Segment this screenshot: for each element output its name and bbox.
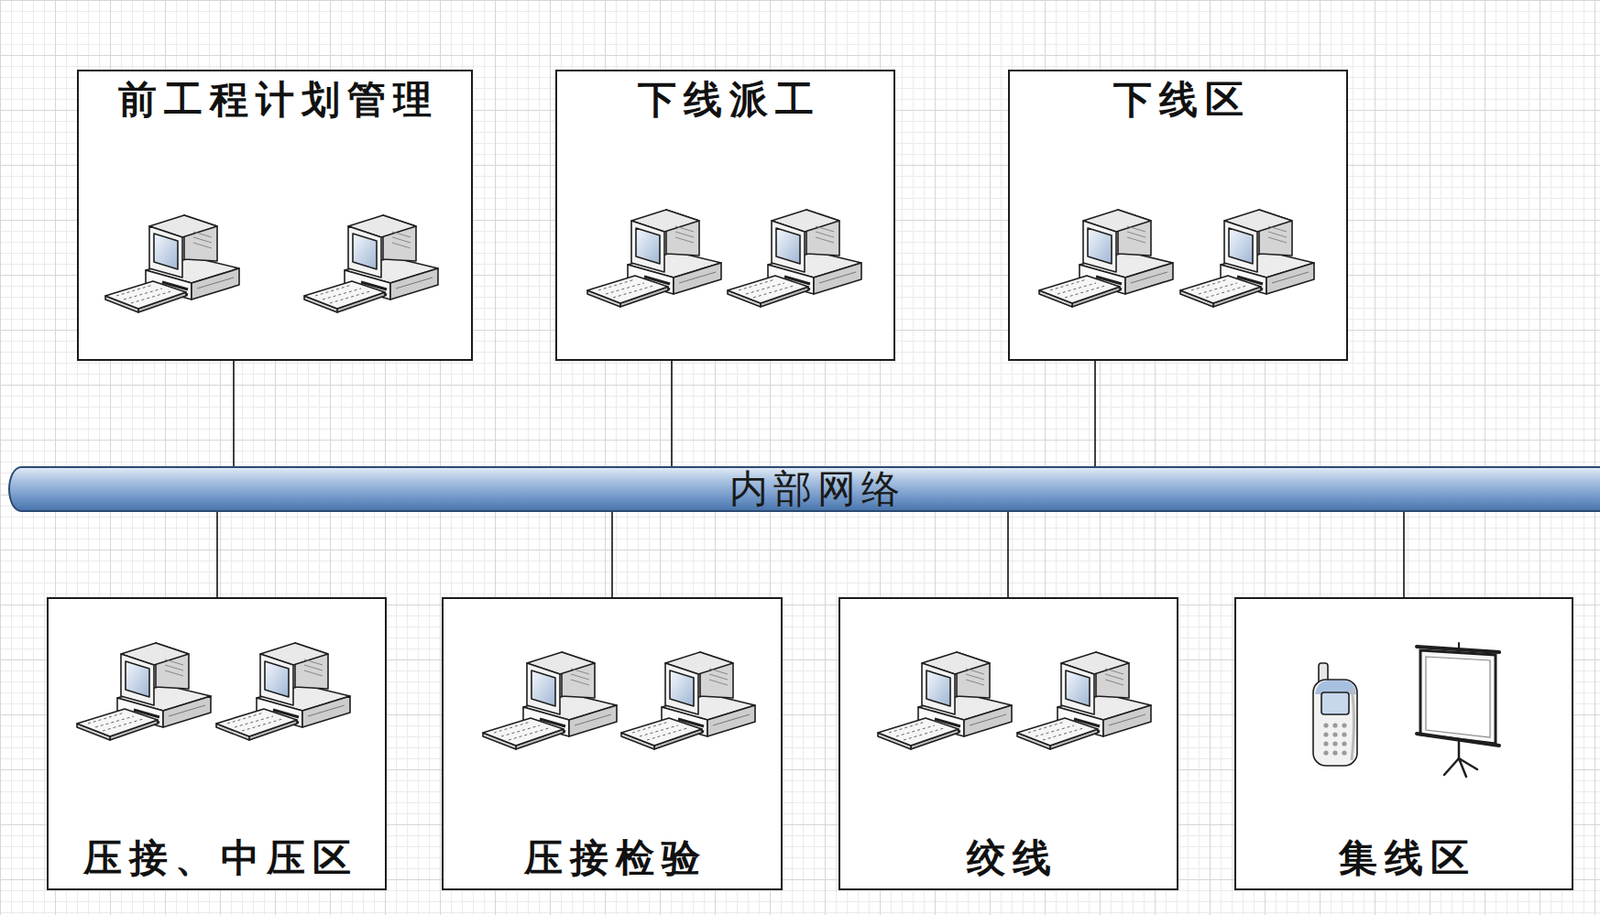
area-title: 下线派工 [630, 76, 822, 123]
network-link [1094, 361, 1096, 467]
area-box: 压接检验 [441, 597, 783, 891]
area-box: 下线区 [1008, 69, 1348, 362]
phone-icon [1313, 663, 1358, 767]
area-title: 集线区 [1331, 835, 1477, 882]
network-label: 内部网络 [723, 466, 906, 513]
network-link [611, 512, 614, 598]
network-link [1007, 512, 1009, 598]
projector-screen-icon [1416, 643, 1500, 778]
area-title: 压接、中压区 [76, 835, 359, 882]
area-title: 压接检验 [516, 835, 708, 882]
area-title: 前工程计划管理 [110, 76, 439, 123]
area-box: 绞线 [838, 597, 1179, 891]
network-bus: 内部网络 [8, 466, 1600, 513]
area-box: 压接、中压区 [46, 597, 387, 891]
network-link [670, 361, 673, 467]
area-box: 前工程计划管理 [76, 69, 473, 362]
network-link [216, 512, 219, 598]
area-box: 集线区 [1234, 597, 1574, 891]
network-link [232, 361, 235, 467]
area-title: 下线区 [1106, 76, 1251, 123]
area-box: 下线派工 [555, 69, 896, 362]
area-title: 绞线 [959, 835, 1059, 882]
network-link [1402, 512, 1405, 598]
